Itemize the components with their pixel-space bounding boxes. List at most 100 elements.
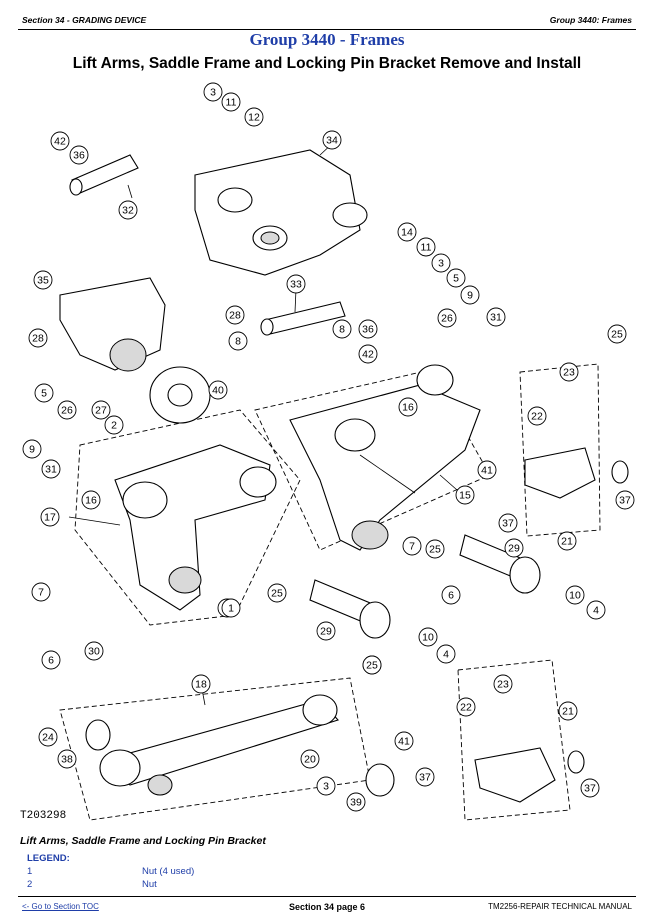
callout-24: 24 — [38, 727, 58, 747]
callout-number: 21 — [562, 706, 574, 718]
callout-number: 20 — [304, 754, 316, 766]
callout-5: 5 — [446, 268, 466, 288]
callout-37: 37 — [580, 778, 600, 798]
callout-number: 3 — [210, 87, 216, 99]
callout-number: 37 — [419, 772, 431, 784]
legend-item-text: Nut (4 used) — [142, 866, 195, 877]
section-label: Section 34 - GRADING DEVICE — [22, 15, 147, 25]
bracket-35 — [59, 277, 166, 372]
legend-title: LEGEND: — [27, 853, 70, 864]
pin-33 — [260, 301, 346, 336]
manual-name: TM2256-REPAIR TECHNICAL MANUAL — [488, 902, 632, 911]
callout-31: 31 — [486, 307, 506, 327]
callout-number: 8 — [235, 336, 241, 348]
page-number: Section 34 page 6 — [288, 902, 366, 912]
callout-28: 28 — [28, 328, 48, 348]
central-frame-15 — [289, 364, 481, 551]
callout-42: 42 — [358, 344, 378, 364]
callout-3: 3 — [316, 776, 336, 796]
callout-number: 30 — [88, 646, 100, 658]
callout-number: 6 — [48, 655, 54, 667]
callout-8: 8 — [228, 331, 248, 351]
callout-number: 39 — [350, 797, 362, 809]
right-bracket-outline — [519, 363, 601, 537]
callout-32: 32 — [118, 200, 138, 220]
flange-40 — [149, 366, 211, 424]
callout-11: 11 — [416, 237, 436, 257]
callout-number: 3 — [438, 258, 444, 270]
callout-number: 37 — [584, 783, 596, 795]
callout-17: 17 — [40, 507, 60, 527]
pin-32 — [69, 154, 139, 196]
callout-7: 7 — [402, 536, 422, 556]
callout-number: 3 — [323, 781, 329, 793]
callout-29: 29 — [316, 621, 336, 641]
callout-number: 18 — [195, 679, 207, 691]
callout-11: 11 — [221, 92, 241, 112]
callout-number: 23 — [563, 367, 575, 379]
callout-10: 10 — [418, 627, 438, 647]
callout-4: 4 — [436, 644, 456, 664]
callout-6: 6 — [441, 585, 461, 605]
callout-number: 16 — [85, 495, 97, 507]
callout-number: 37 — [502, 518, 514, 530]
callout-number: 25 — [611, 329, 623, 341]
callout-29: 29 — [504, 538, 524, 558]
legend-item-number: 1 — [27, 866, 33, 877]
callout-number: 5 — [453, 273, 459, 285]
callout-12: 12 — [244, 107, 264, 127]
callout-number: 7 — [38, 587, 44, 599]
callout-25: 25 — [607, 324, 627, 344]
bracket-21-upper — [524, 447, 629, 499]
callout-number: 35 — [37, 275, 49, 287]
callout-21: 21 — [558, 701, 578, 721]
callout-25: 25 — [267, 583, 287, 603]
callout-number: 25 — [366, 660, 378, 672]
callout-number: 2 — [111, 420, 117, 432]
callout-number: 29 — [320, 626, 332, 638]
callout-number: 22 — [460, 702, 472, 714]
page-footer: <- Go to Section TOC Section 34 page 6 T… — [18, 896, 636, 919]
callout-number: 33 — [290, 279, 302, 291]
callout-number: 28 — [229, 310, 241, 322]
callout-5: 5 — [34, 383, 54, 403]
callout-number: 10 — [569, 590, 581, 602]
callout-number: 1 — [228, 603, 234, 615]
callout-number: 10 — [422, 632, 434, 644]
callout-number: 25 — [271, 588, 283, 600]
bracket-21-lower — [474, 747, 585, 803]
group-label: Group 3440: Frames — [549, 15, 632, 25]
callout-3: 3 — [203, 82, 223, 102]
callout-number: 42 — [54, 136, 66, 148]
callout-number: 25 — [429, 544, 441, 556]
group-title: Group 3440 - Frames — [249, 30, 405, 49]
callout-2: 2 — [104, 415, 124, 435]
callout-number: 12 — [248, 112, 260, 124]
lower-saddle-outline — [74, 409, 301, 626]
callout-number: 38 — [61, 754, 73, 766]
callout-number: 37 — [619, 495, 631, 507]
callout-number: 6 — [448, 590, 454, 602]
callout-9: 9 — [460, 285, 480, 305]
callout-31: 31 — [41, 459, 61, 479]
go-to-section-toc-link[interactable]: <- Go to Section TOC — [22, 902, 99, 911]
callout-number: 8 — [339, 324, 345, 336]
callout-number: 41 — [398, 736, 410, 748]
callout-23: 23 — [493, 674, 513, 694]
callout-9: 9 — [22, 439, 42, 459]
callout-number: 9 — [29, 444, 35, 456]
callout-3: 3 — [431, 253, 451, 273]
callout-number: 31 — [45, 464, 57, 476]
callout-42: 42 — [50, 131, 70, 151]
legend-item-text: Nut — [142, 879, 157, 890]
callout-number: 14 — [401, 227, 413, 239]
callout-22: 22 — [456, 697, 476, 717]
callout-number: 32 — [122, 205, 134, 217]
callout-41: 41 — [477, 460, 497, 480]
callout-number: 4 — [443, 649, 449, 661]
callout-number: 29 — [508, 543, 520, 555]
callout-8: 8 — [332, 319, 352, 339]
callout-number: 42 — [362, 349, 374, 361]
